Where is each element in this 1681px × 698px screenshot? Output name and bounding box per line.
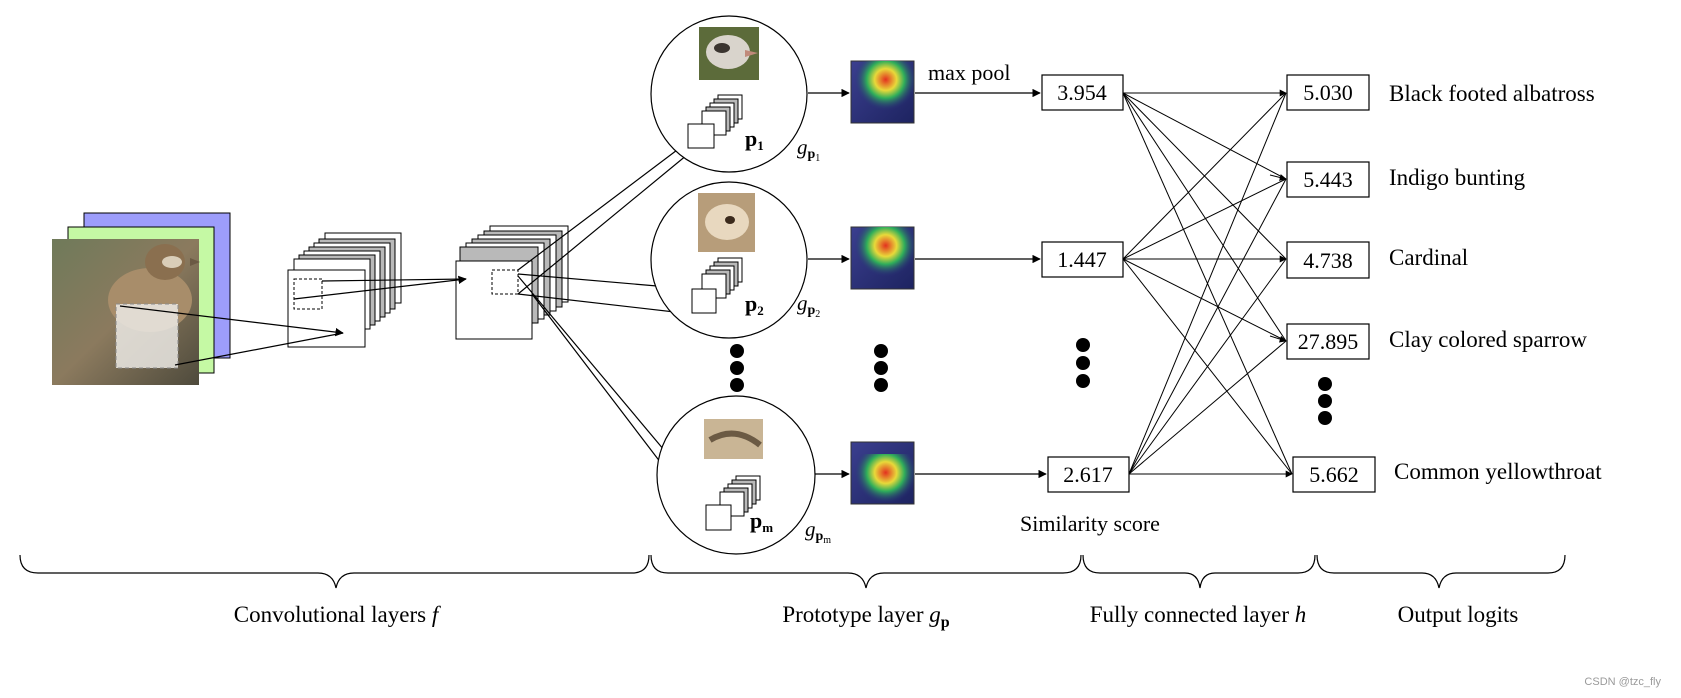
prototype-patch-image xyxy=(698,193,755,252)
activation-heatmap-m xyxy=(850,441,915,516)
logit-value: 5.030 xyxy=(1303,80,1353,105)
prototype-label-m: pm xyxy=(750,508,773,535)
prototype-label-2: p2 xyxy=(745,291,764,318)
section-label-fc: Fully connected layer h xyxy=(1090,602,1307,627)
section-label-output: Output logits xyxy=(1398,602,1519,627)
heatmap-to-score-arrows xyxy=(915,88,1047,479)
similarity-score-box-1: 3.954 xyxy=(1041,74,1124,111)
similarity-score-2: 1.447 xyxy=(1057,247,1107,272)
prototype-patch-image xyxy=(704,419,763,459)
g-label-2: gp2 xyxy=(797,291,820,320)
logit-row-2: 5.443 Indigo bunting xyxy=(1286,161,1526,198)
class-name: Black footed albatross xyxy=(1389,81,1595,106)
prototype-label-1: p1 xyxy=(745,126,764,153)
logit-row-5: 5.662 Common yellowthroat xyxy=(1292,456,1602,493)
class-name: Clay colored sparrow xyxy=(1389,327,1587,352)
class-name: Cardinal xyxy=(1389,245,1468,270)
similarity-score-box-2: 1.447 xyxy=(1041,241,1124,278)
input-bird-photo xyxy=(52,239,200,385)
brace-proto xyxy=(650,554,1082,589)
g-label-m: gpm xyxy=(805,517,831,546)
class-name: Indigo bunting xyxy=(1389,165,1526,190)
activation-heatmap-2 xyxy=(850,226,915,290)
prototype-stack xyxy=(705,475,761,531)
watermark: CSDN @tzc_fly xyxy=(1584,676,1661,688)
logit-row-4: 27.895 Clay colored sparrow xyxy=(1286,323,1587,360)
prototype-unit-m: pm gpm xyxy=(656,395,831,555)
g-label-1: gp1 xyxy=(797,135,820,164)
logit-row-3: 4.738 Cardinal xyxy=(1286,241,1468,279)
similarity-score-m: 2.617 xyxy=(1063,462,1113,487)
brace-output xyxy=(1316,554,1566,589)
fully-connected-edges xyxy=(1122,89,1293,478)
ellipsis-dots xyxy=(730,338,1332,425)
section-label-conv: Convolutional layers f xyxy=(234,602,442,627)
similarity-score-caption: Similarity score xyxy=(1020,511,1160,536)
prototype-unit-2: p2 gp2 xyxy=(650,181,820,339)
brace-conv xyxy=(19,554,650,589)
class-name: Common yellowthroat xyxy=(1394,459,1602,484)
logit-value: 5.662 xyxy=(1309,462,1359,487)
section-braces xyxy=(19,554,1566,589)
input-to-conv-arrows xyxy=(119,275,467,366)
prototype-stack xyxy=(691,257,743,314)
prototype-to-heatmap-arrows xyxy=(808,88,850,479)
similarity-score-box-m: 2.617 xyxy=(1047,456,1130,493)
similarity-score-1: 3.954 xyxy=(1057,80,1107,105)
logit-value: 5.443 xyxy=(1303,167,1353,192)
section-label-proto: Prototype layer gp xyxy=(782,602,949,631)
logit-row-1: 5.030 Black footed albatross xyxy=(1286,74,1595,111)
prototype-stack xyxy=(687,94,743,149)
conv-feature-stack-2 xyxy=(455,225,569,340)
logit-value: 27.895 xyxy=(1298,329,1359,354)
max-pool-label: max pool xyxy=(928,60,1011,85)
brace-fc xyxy=(1082,554,1316,589)
prototype-unit-1: p1 gp1 xyxy=(650,15,820,173)
logit-value: 4.738 xyxy=(1303,248,1353,273)
prototype-patch-image xyxy=(699,27,759,80)
activation-heatmap-1 xyxy=(850,60,915,124)
conv-feature-stack-1 xyxy=(287,232,402,348)
